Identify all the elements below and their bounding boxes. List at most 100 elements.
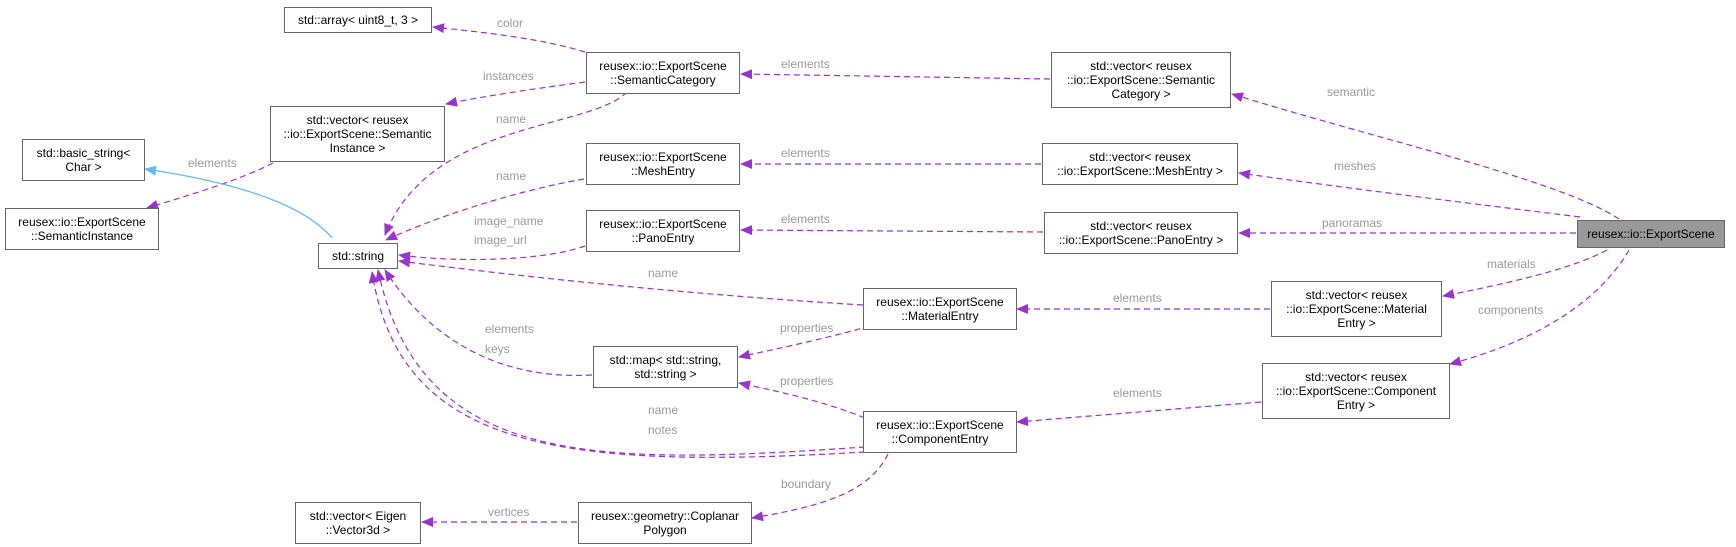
edge-mesh-name bbox=[385, 178, 585, 241]
node-line-2: ::io::ExportScene::Material bbox=[1286, 302, 1427, 316]
edge-label-vec-pano-elements: elements bbox=[781, 212, 830, 226]
node-line-3: Category > bbox=[1111, 87, 1171, 101]
node-semantic-instance[interactable]: reusex::io::ExportScene ::SemanticInstan… bbox=[5, 208, 159, 250]
node-line-2: ::ComponentEntry bbox=[891, 432, 989, 446]
edge-label-materials: materials bbox=[1487, 257, 1536, 271]
edge-label-map-elements: elements bbox=[485, 322, 534, 336]
node-export-scene-line-1: reusex::io::ExportScene bbox=[1587, 227, 1715, 241]
node-export-scene[interactable]: reusex::io::ExportScene bbox=[1577, 220, 1725, 248]
node-line-2: ::io::ExportScene::Component bbox=[1275, 384, 1437, 398]
node-material-entry[interactable]: reusex::io::ExportScene ::MaterialEntry bbox=[863, 288, 1017, 330]
edge-label-meshes: meshes bbox=[1334, 159, 1376, 173]
edge-inheritance bbox=[144, 165, 333, 239]
edge-semcat-name bbox=[384, 91, 628, 236]
node-line-1: std::vector< reusex bbox=[1090, 59, 1192, 73]
node-line-2: std::string > bbox=[634, 367, 697, 381]
edge-pano-url bbox=[398, 245, 586, 262]
node-line-2: ::Vector3d > bbox=[325, 523, 391, 537]
edge-label-material-name: name bbox=[648, 266, 678, 280]
node-line-1: reusex::io::ExportScene bbox=[599, 217, 727, 231]
node-line-3: Entry > bbox=[1336, 398, 1376, 412]
edge-label-vec-material-elements: elements bbox=[1113, 291, 1162, 305]
edge-components bbox=[1449, 249, 1630, 366]
node-line-2: Char > bbox=[65, 160, 102, 174]
edge-label-component-properties: properties bbox=[780, 374, 833, 388]
node-semantic-category[interactable]: reusex::io::ExportScene ::SemanticCatego… bbox=[586, 52, 740, 94]
node-line-2: ::io::ExportScene::PanoEntry > bbox=[1058, 233, 1224, 247]
node-line-2: ::SemanticInstance bbox=[30, 229, 134, 243]
edge-map-keys bbox=[384, 269, 593, 377]
edge-color bbox=[432, 23, 586, 53]
edge-boundary bbox=[751, 453, 889, 522]
node-line-1: reusex::io::ExportScene bbox=[599, 59, 727, 73]
node-line-1: std::array< uint8_t, 3 > bbox=[297, 13, 419, 27]
node-line-1: reusex::io::ExportScene bbox=[18, 215, 146, 229]
node-basic-string[interactable]: std::basic_string< Char > bbox=[22, 139, 145, 181]
node-line-1: std::vector< Eigen bbox=[309, 509, 407, 523]
node-map-string[interactable]: std::map< std::string, std::string > bbox=[593, 346, 738, 388]
edge-semantic bbox=[1231, 92, 1620, 220]
edge-label-vec-component-elements: elements bbox=[1113, 386, 1162, 400]
node-vector-semantic-category[interactable]: std::vector< reusex ::io::ExportScene::S… bbox=[1051, 52, 1231, 108]
node-mesh-entry[interactable]: reusex::io::ExportScene ::MeshEntry bbox=[586, 143, 740, 185]
edge-label-component-notes: notes bbox=[648, 423, 677, 437]
edge-label-image-name: image_name bbox=[474, 214, 544, 228]
edge-label-semantic-instance-elements: elements bbox=[188, 156, 237, 170]
node-coplanar-polygon[interactable]: reusex::geometry::Coplanar Polygon bbox=[578, 502, 752, 544]
edge-label-semcat-name: name bbox=[496, 112, 526, 126]
node-component-entry[interactable]: reusex::io::ExportScene ::ComponentEntry bbox=[863, 411, 1017, 453]
edge-vec-component-elements bbox=[1016, 401, 1262, 427]
edge-label-image-url: image_url bbox=[474, 233, 527, 247]
edge-label-components: components bbox=[1478, 303, 1543, 317]
node-vector-pano-entry[interactable]: std::vector< reusex ::io::ExportScene::P… bbox=[1044, 212, 1238, 254]
node-line-3: Instance > bbox=[329, 141, 386, 155]
edge-component-properties bbox=[738, 380, 866, 419]
node-line-1: std::map< std::string, bbox=[609, 353, 722, 367]
node-line-1: reusex::io::ExportScene bbox=[876, 295, 1004, 309]
edge-label-vec-semcat-elements: elements bbox=[781, 57, 830, 71]
edge-label-mesh-name: name bbox=[496, 169, 526, 183]
node-vector-component-entry[interactable]: std::vector< reusex ::io::ExportScene::C… bbox=[1262, 363, 1450, 419]
node-line-1: reusex::io::ExportScene bbox=[876, 418, 1004, 432]
node-line-2: ::io::ExportScene::Semantic bbox=[283, 127, 432, 141]
node-std-string[interactable]: std::string bbox=[318, 243, 398, 269]
edge-meshes bbox=[1238, 169, 1581, 218]
node-line-2: ::io::ExportScene::MeshEntry > bbox=[1057, 164, 1223, 178]
edge-label-component-name: name bbox=[648, 403, 678, 417]
node-line-1: std::basic_string< bbox=[36, 146, 131, 160]
node-line-2: ::MeshEntry bbox=[630, 164, 696, 178]
edge-material-name bbox=[398, 257, 864, 306]
node-line-2: ::MaterialEntry bbox=[901, 309, 979, 323]
node-line-2: ::PanoEntry bbox=[631, 231, 695, 245]
edge-label-semantic: semantic bbox=[1327, 85, 1375, 99]
node-line-1: reusex::geometry::Coplanar bbox=[590, 509, 740, 523]
node-line-1: std::vector< reusex bbox=[1089, 150, 1191, 164]
node-vector-semantic-instance[interactable]: std::vector< reusex ::io::ExportScene::S… bbox=[270, 106, 445, 162]
node-vector-vector3d[interactable]: std::vector< Eigen ::Vector3d > bbox=[295, 502, 421, 544]
node-line-1: std::vector< reusex bbox=[1305, 288, 1408, 302]
node-line-1: std::vector< reusex bbox=[306, 113, 409, 127]
edge-label-vertices: vertices bbox=[488, 505, 529, 519]
node-array-uint8[interactable]: std::array< uint8_t, 3 > bbox=[284, 7, 432, 33]
node-pano-entry[interactable]: reusex::io::ExportScene ::PanoEntry bbox=[586, 210, 740, 252]
edge-semantic-instance-elements bbox=[146, 162, 274, 210]
edge-instances bbox=[445, 81, 586, 107]
edge-component-name bbox=[368, 271, 866, 458]
node-line-2: Polygon bbox=[643, 523, 687, 537]
edge-vec-pano-elements bbox=[740, 225, 1044, 236]
node-vector-material-entry[interactable]: std::vector< reusex ::io::ExportScene::M… bbox=[1271, 281, 1442, 337]
node-line-2: ::io::ExportScene::Semantic bbox=[1066, 73, 1216, 87]
node-line-3: Entry > bbox=[1337, 316, 1376, 330]
edge-label-instances: instances bbox=[483, 69, 534, 83]
node-vector-mesh-entry[interactable]: std::vector< reusex ::io::ExportScene::M… bbox=[1042, 143, 1238, 185]
edge-label-boundary: boundary bbox=[781, 477, 831, 491]
node-line-1: std::string bbox=[331, 249, 385, 263]
edge-label-color: color bbox=[497, 16, 523, 30]
edge-label-vec-mesh-elements: elements bbox=[781, 146, 830, 160]
edge-material-properties bbox=[738, 325, 871, 360]
edge-vec-semcat-elements bbox=[740, 69, 1051, 80]
node-line-2: ::SemanticCategory bbox=[610, 73, 716, 87]
node-line-1: std::vector< reusex bbox=[1090, 219, 1192, 233]
